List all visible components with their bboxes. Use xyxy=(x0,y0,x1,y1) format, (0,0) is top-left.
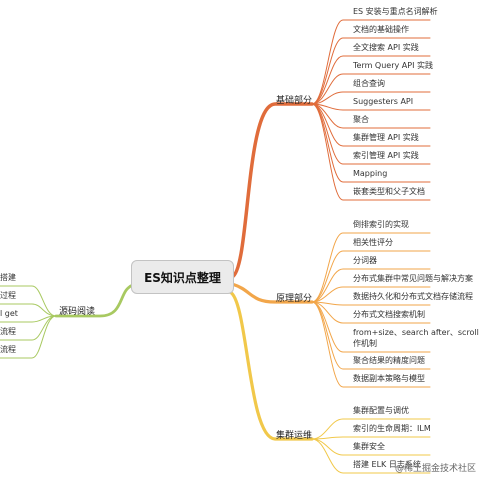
leaf-principle-5[interactable]: 分布式文档搜索机制 xyxy=(353,310,425,319)
branch-basic-connector xyxy=(230,102,314,279)
leaf-principle-3[interactable]: 分布式集群中常见问题与解决方案 xyxy=(353,274,473,283)
leaf-ops-3[interactable]: 搭建 ELK 日志系统 xyxy=(353,460,421,469)
leaf-principle-6[interactable]: from+size、search after、scroll api 的 xyxy=(353,328,480,337)
leaf-source-4[interactable]: 流程 xyxy=(0,345,16,354)
leaf-connector xyxy=(311,436,431,440)
leaf-principle-7[interactable]: 聚合结果的精度问题 xyxy=(353,356,425,365)
leaf-connector xyxy=(311,250,431,303)
leaf-principle-6-cont: 作机制 xyxy=(353,339,377,348)
leaf-connector xyxy=(311,268,431,303)
leaf-basic-7[interactable]: 集群管理 API 实践 xyxy=(353,133,419,142)
leaf-basic-1[interactable]: 文档的基础操作 xyxy=(353,25,409,34)
leaf-basic-2[interactable]: 全文搜索 API 实践 xyxy=(353,43,419,52)
leaf-connector xyxy=(311,301,431,388)
leaf-ops-1[interactable]: 索引的生命周期：ILM xyxy=(353,424,431,433)
leaf-source-2[interactable]: l get xyxy=(0,309,18,318)
leaf-connector xyxy=(0,315,57,359)
leaf-principle-0[interactable]: 倒排索引的实现 xyxy=(353,220,409,229)
leaf-connector xyxy=(311,301,431,306)
leaf-connector xyxy=(311,438,431,474)
leaf-source-0[interactable]: 搭建 xyxy=(0,273,16,282)
leaf-connector xyxy=(311,286,431,303)
leaf-connector xyxy=(311,232,431,303)
leaf-principle-2[interactable]: 分词器 xyxy=(353,256,377,265)
leaf-basic-9[interactable]: Mapping xyxy=(353,169,388,178)
leaf-source-3[interactable]: 流程 xyxy=(0,327,16,336)
branch-basic-label[interactable]: 基础部分 xyxy=(276,96,313,106)
leaf-connector xyxy=(311,73,431,105)
leaf-source-1[interactable]: 过程 xyxy=(0,291,16,300)
leaf-connector xyxy=(311,91,431,105)
watermark: @稀土掘金技术社区 xyxy=(394,464,476,474)
branch-principle-label[interactable]: 原理部分 xyxy=(276,294,313,304)
root-node[interactable]: ES知识点整理 xyxy=(131,260,234,294)
branch-ops-label[interactable]: 集群运维 xyxy=(276,431,313,441)
leaf-connector xyxy=(311,301,431,324)
leaf-ops-0[interactable]: 集群配置与调优 xyxy=(353,406,409,415)
leaf-connector xyxy=(311,418,431,440)
leaf-connector xyxy=(0,285,57,317)
leaf-principle-4[interactable]: 数据持久化和分布式文档存储流程 xyxy=(353,292,473,301)
leaf-connector xyxy=(311,55,431,105)
leaf-principle-8[interactable]: 数据副本策略与模型 xyxy=(353,374,425,383)
leaf-basic-3[interactable]: Term Query API 实践 xyxy=(353,61,433,70)
leaf-ops-2[interactable]: 集群安全 xyxy=(353,442,385,451)
leaf-connector xyxy=(0,303,57,317)
leaf-connector xyxy=(311,19,431,105)
leaf-basic-0[interactable]: ES 安装与重点名词解析 xyxy=(353,7,438,16)
leaf-principle-1[interactable]: 相关性评分 xyxy=(353,238,393,247)
branch-source-connector xyxy=(54,283,135,318)
leaf-basic-6[interactable]: 聚合 xyxy=(353,115,369,124)
leaf-basic-10[interactable]: 嵌套类型和父子文档 xyxy=(353,187,425,196)
leaf-basic-5[interactable]: Suggesters API xyxy=(353,97,414,106)
leaf-basic-8[interactable]: 索引管理 API 实践 xyxy=(353,151,419,160)
branch-source-label[interactable]: 源码阅读 xyxy=(59,307,96,317)
leaf-connector xyxy=(311,37,431,105)
leaf-basic-4[interactable]: 组合查询 xyxy=(353,79,385,88)
branch-ops-connector xyxy=(228,290,314,441)
leaf-connector xyxy=(311,103,431,201)
branch-principle-connector xyxy=(230,282,314,304)
